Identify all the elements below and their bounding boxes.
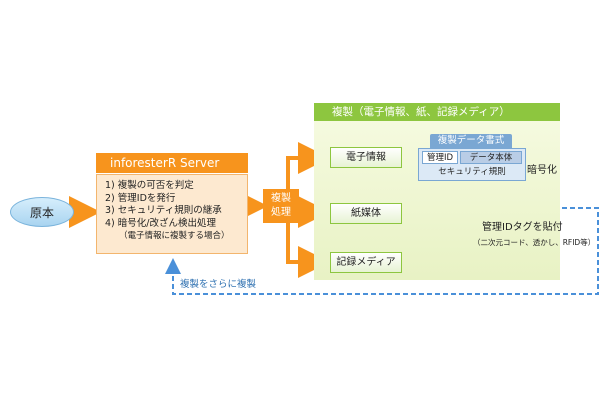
server-title: inforesterR Server [96,153,248,173]
server-step: 2) 管理IDを発行 [105,192,176,204]
tag-sub-label: （二次元コード、透かし、RFID等） [473,238,596,247]
loop-back-arrow [165,207,599,295]
media-electronic: 電子情報 [330,147,402,168]
tag-label: 管理IDタグを貼付 [482,222,563,233]
server-step: 4) 暗号化/改ざん検出処理 [105,217,216,229]
server-steps: 1) 複製の可否を判定 2) 管理IDを発行 3) セキュリティ規則の継承 4)… [96,174,248,254]
format-title: 複製データ書式 [430,134,512,148]
loop-label: 複製をさらに複製 [180,279,257,290]
process-label-1: 複製 [271,193,291,204]
server-step: 1) 複製の可否を判定 [105,180,194,191]
process-label-2: 処理 [271,207,291,218]
branch-trunk [286,142,330,189]
server-step: 3) セキュリティ規則の継承 [105,205,222,216]
media-paper: 紙媒体 [330,203,402,224]
original-node: 原本 [10,197,74,227]
duplicate-title: 複製（電子情報、紙、記録メディア） [314,103,560,121]
server-note: （電子情報に複製する場合） [119,231,230,241]
branch-media [286,223,330,278]
original-label: 原本 [29,205,54,220]
format-id-cell: 管理ID [422,151,458,164]
format-body-cell: データ本体 [460,151,522,164]
format-rule: セキュリティ規則 [438,167,506,177]
process-node: 複製 処理 [263,189,299,223]
media-storage: 記録メディア [330,252,402,273]
encrypt-label: 暗号化 [527,165,557,176]
